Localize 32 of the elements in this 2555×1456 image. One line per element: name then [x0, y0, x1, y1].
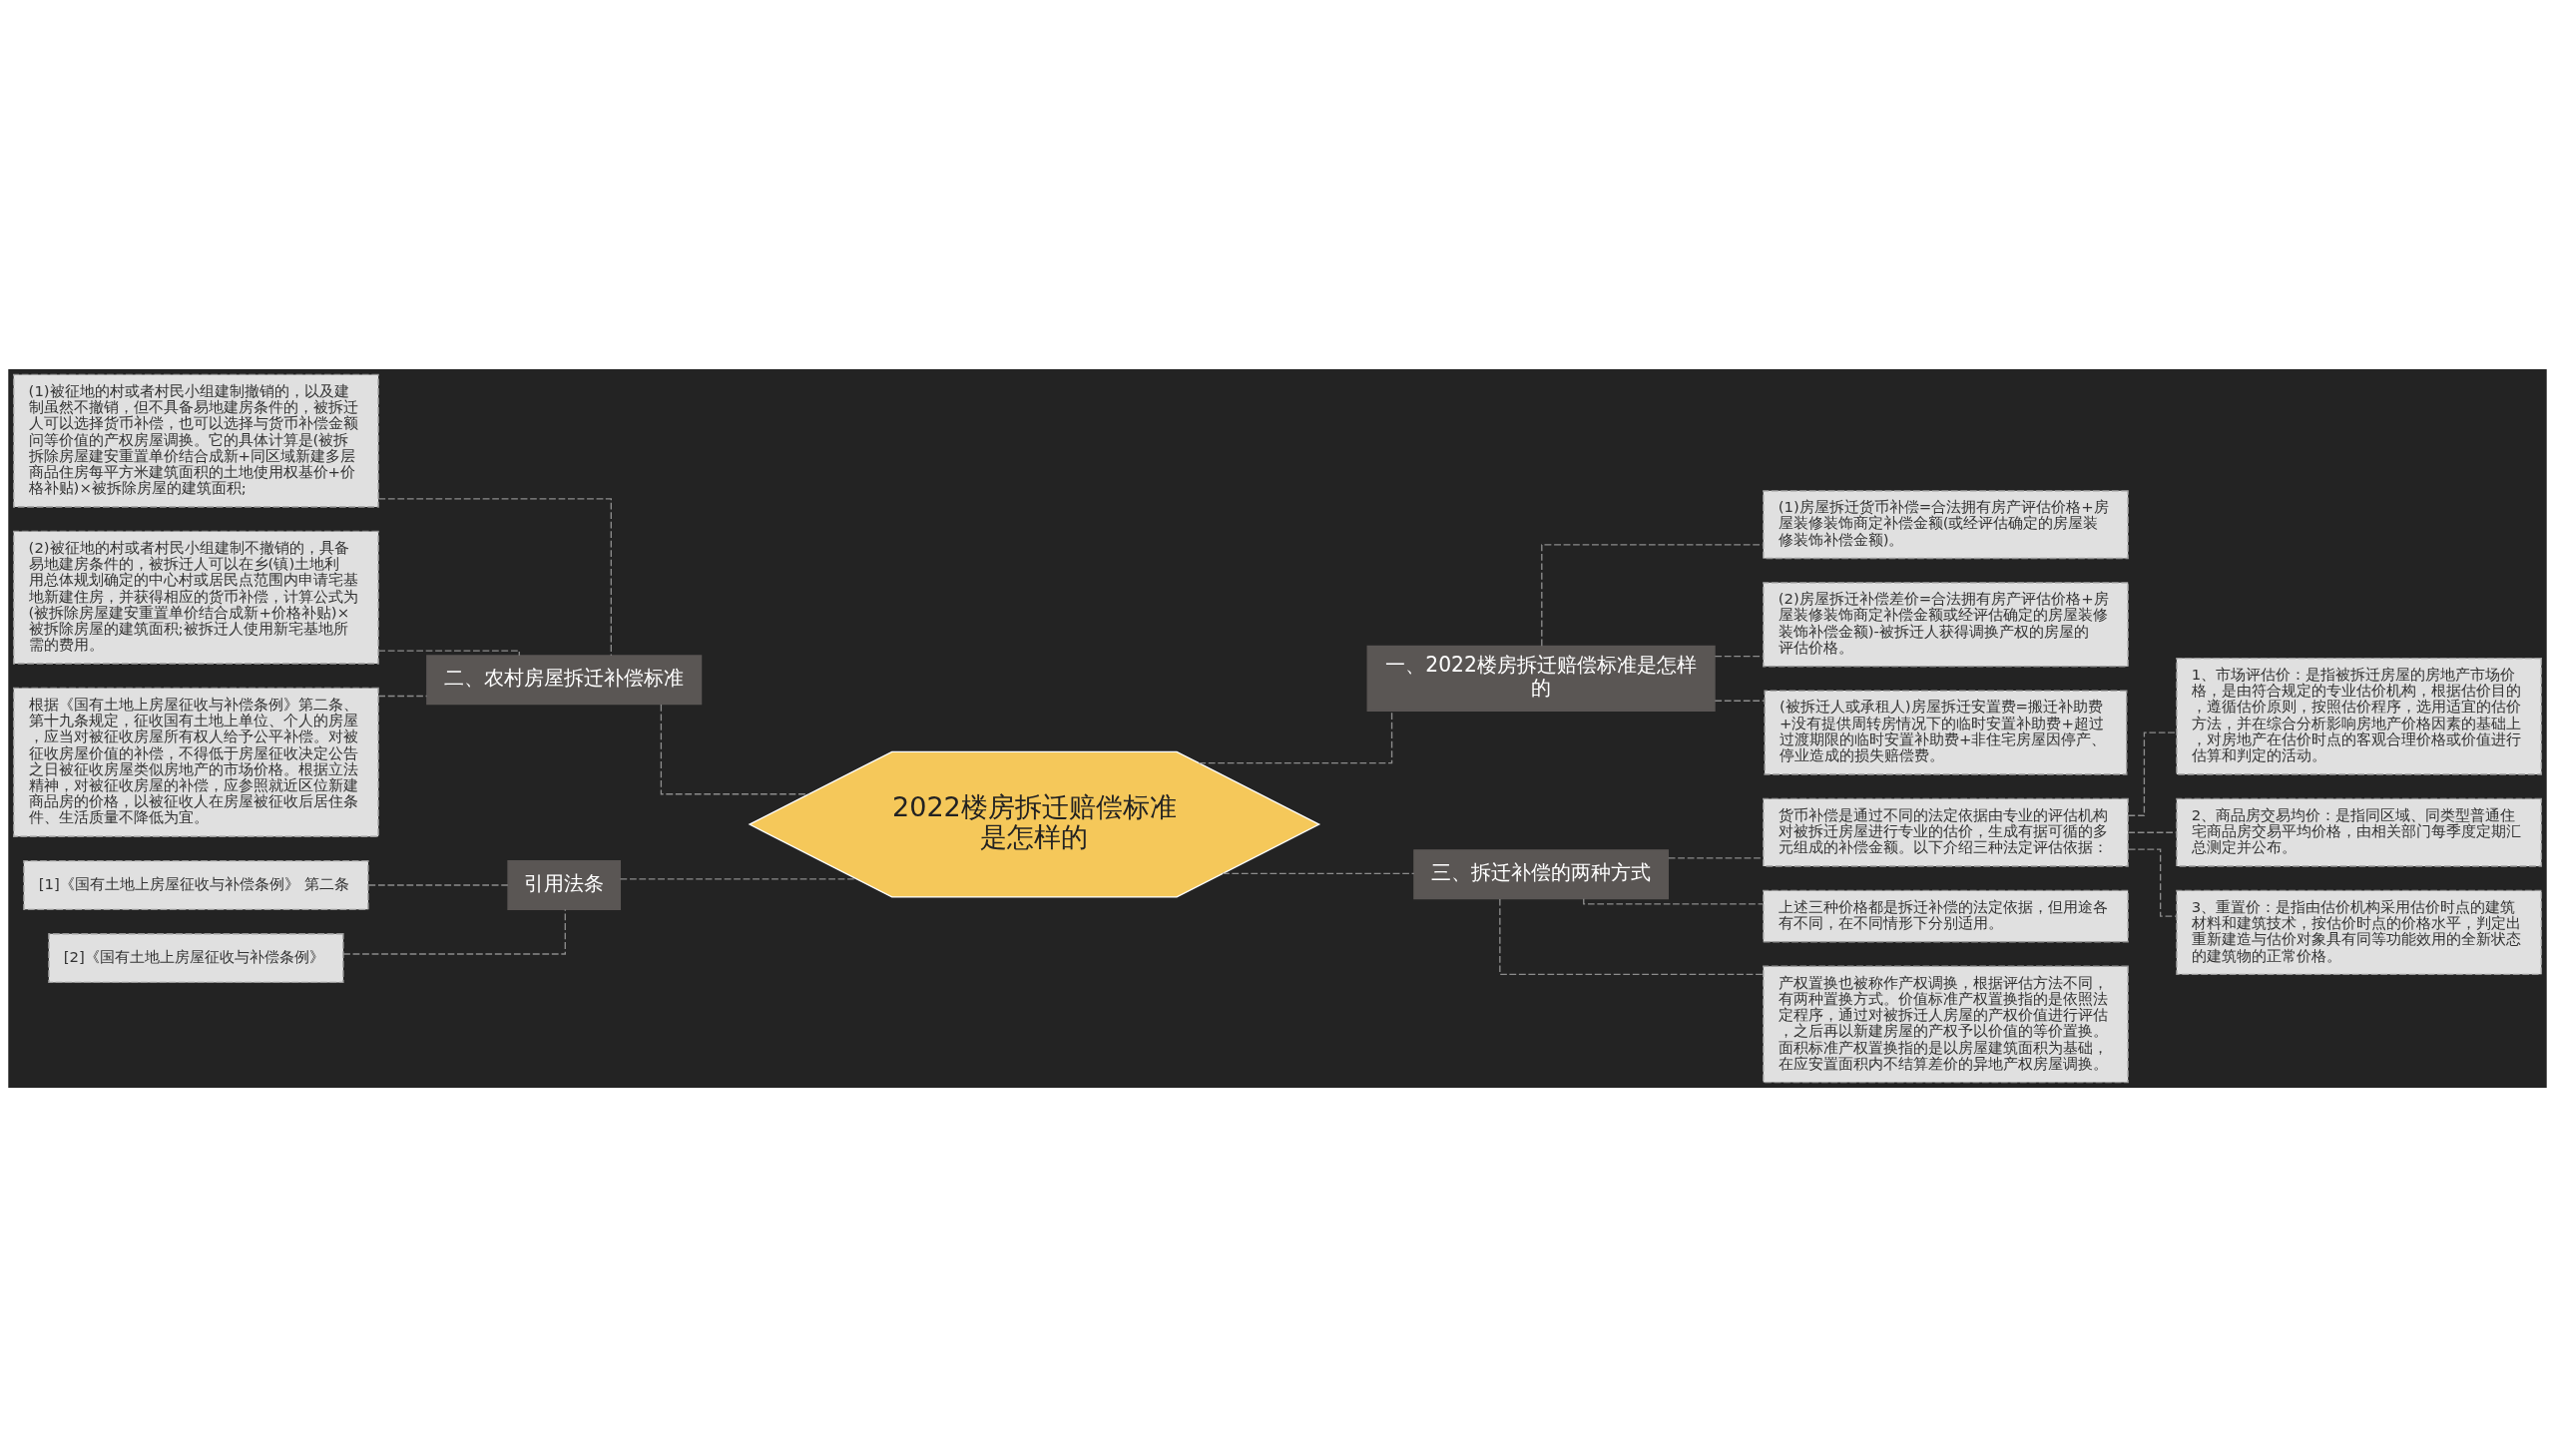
connector [1198, 710, 1393, 763]
node-box: 产权置换也被称作产权调换，根据评估方法不同，有两种置换方式。价值标准产权置换指的是依照法定程序，通过对被拆迁人房屋的产权价值进行评估，之后再以新建房屋的产权予以价值的等价置换。面积标准产权置换指的是以房屋建筑面积为基础，在应安置面积内不结算差价的异地产权房屋调换。 [1763, 965, 2129, 1083]
connector [1541, 543, 1765, 647]
node-box: (1)房屋拆迁货币补偿=合法拥有房产评估价格+房屋装修装饰商定补偿金额(或经评估确定的房屋装修装饰补偿金额)。 [1763, 489, 2129, 559]
node-box: 货币补偿是通过不同的法定依据由专业的评估机构对被拆迁房屋进行专业的估价，生成有据可循的多元组成的补偿金额。以下介绍三种法定评估依据： [1763, 797, 2129, 867]
node-box: 上述三种价格都是拆迁补偿的法定依据，但用途各有不同，在不同情形下分别适用。 [1763, 889, 2129, 942]
connector [377, 497, 612, 656]
node-box: (2)房屋拆迁补偿差价=合法拥有房产评估价格+房屋装修装饰商定补偿金额或经评估确定的房屋装修装饰补偿金额)-被拆迁人获得调换产权的房屋的评估价格。 [1763, 581, 2129, 667]
node-box: 根据《国有土地上房屋征收与补偿条例》第二条、第十九条规定，征收国有土地上单位、个人的房屋，应当对被征收房屋所有权人给予公平补偿。对被征收房屋价值的补偿，不得低于房屋征收决定公告之日被征收房屋类似房地产的市场价格。根据立法精神，对被征收房屋的补偿，应参照就近区位新建商品房的价格，以被征收人在房屋被征收后居住条件、生活质量不降低为宜。 [13, 687, 379, 837]
node-box: 3、重置价：是指由估价机构采用估价时点的建筑材料和建筑技术，按估价时点的价格水平，判定出重新建造与估价对象具有同等功能效用的全新状态的建筑物的正常价格。 [2176, 889, 2542, 975]
node-box: (2)被征地的村或者村民小组建制不撤销的，具备易地建房条件的，被拆迁人可以在乡(镇)土地利用总体规划确定的中心村或居民点范围内申请宅基地新建住房，并获得相应的货币补偿，计算公式为(被拆除房屋建安重置单价结合成新+价格补贴)×被拆除房屋的建筑面积;被拆迁人使用新宅基地所需的费用。 [13, 530, 379, 665]
connector [377, 650, 520, 656]
connector [1583, 897, 1765, 905]
node-box: 2、商品房交易均价：是指同区域、同类型普通住宅商品房交易平均价格，由相关部门每季度定期汇总测定并公布。 [2176, 797, 2542, 867]
node-box: 三、拆迁补偿的两种方式 [1413, 848, 1669, 899]
node-box: [1]《国有土地上房屋征收与补偿条例》 第二条 [23, 859, 369, 910]
connector [342, 908, 566, 955]
connector [1499, 897, 1765, 975]
connector [2127, 831, 2178, 833]
connector [2127, 730, 2178, 816]
node-box: 1、市场评估价：是指被拆迁房屋的房地产市场价格，是由符合规定的专业估价机构，根据估价目的，遵循估价原则，按照估价程序，选用适宜的估价方法，并在综合分析影响房地产价格因素的基础上，对房地产在估价时点的客观合理价格或价值进行估算和判定的活动。 [2176, 657, 2542, 775]
connector [1714, 700, 1766, 702]
node-box: 引用法条 [507, 859, 622, 910]
node-box: 一、2022楼房拆迁赔偿标准是怎样的 [1366, 645, 1716, 712]
node-box: (被拆迁人或承租人)房屋拆迁安置费=搬迁补助费+没有提供周转房情况下的临时安置补助费+超过过渡期限的临时安置补助费+非住宅房屋因停产、停业造成的损失赔偿费。 [1764, 689, 2128, 775]
node-box: 二、农村房屋拆迁补偿标准 [426, 654, 703, 705]
node-box: [2]《国有土地上房屋征收与补偿条例》 [48, 932, 344, 983]
connector [1222, 872, 1415, 874]
connector [367, 883, 509, 886]
connector [377, 695, 428, 697]
node-box: (1)被征地的村或者村民小组建制撤销的，以及建制虽然不撤销，但不具备易地建房条件的，被拆迁人可以选择货币补偿，也可以选择与货币补偿金额问等价值的产权房屋调换。它的具体计算是(被拆拆除房屋建安重置单价结合成新+同区域新建多层商品住房每平方米建筑面积的土地使用权基价+价格补贴)×被拆除房屋的建筑面积; [13, 373, 379, 508]
connector [619, 877, 857, 879]
